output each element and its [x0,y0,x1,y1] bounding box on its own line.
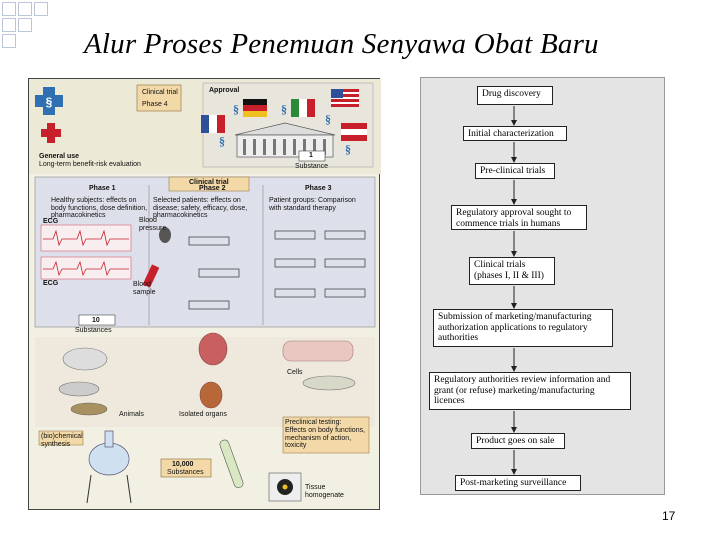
phase2-description: Selected patients: effects on disease; s… [153,197,248,219]
preclinical-testing-label: Preclinical testing: [285,419,342,426]
svg-text:§: § [233,102,239,116]
petri-dish-icon [302,375,356,391]
phase1-description: Healthy subjects: effects on body functi… [51,197,148,219]
flask-icon [86,430,132,504]
rat-icon [58,381,100,397]
blood-sample-label: Blood sample [133,281,156,296]
drug-development-flowchart: Drug discovery Initial characterization … [420,77,665,495]
cells-tissue-icon [282,340,354,362]
flag-germany-icon [243,99,267,117]
flag-usa-icon [331,89,359,107]
flow-step-product-on-sale: Product goes on sale [471,433,565,449]
substance-count-10: 10 [92,317,100,324]
substance-1-label: Substance [295,163,329,170]
substance-count-1: 1 [309,152,313,159]
synthesis-label: (bio)chemical synthesis [41,433,83,448]
svg-text:§: § [281,102,287,116]
blood-pressure-icon [159,227,171,243]
svg-text:§: § [219,134,225,148]
flow-step-regulatory-approval: Regulatory approval sought to commence t… [451,205,587,230]
heart-icon [198,332,228,366]
tissue-homogenate-label: Tissue homogenate [305,484,344,499]
svg-text:§: § [46,95,53,109]
flag-austria-icon [341,123,367,141]
red-pharmacy-icon [41,123,61,143]
flow-step-regulatory-review: Regulatory authorities review informatio… [429,372,631,410]
ecg-top-label: ECG [43,218,59,225]
svg-text:§: § [345,142,351,156]
page-number: 17 [662,509,676,523]
phase1-label: Phase 1 [89,185,116,192]
kidney-icon [199,381,223,409]
flow-arrows [511,106,517,475]
illustration-graphics: § § § § § § [29,79,381,504]
frog-icon [70,402,108,416]
blood-sample-icon [142,264,160,288]
cells-label: Cells [287,369,303,376]
patient-beds-icon [188,230,366,310]
flow-step-drug-discovery: Drug discovery [477,86,553,105]
test-tube-icon [219,439,244,489]
general-use-label: General use [39,153,80,160]
flow-step-pre-clinical-trials: Pre-clinical trials [475,163,555,179]
substances-label: Substances [75,327,112,334]
preclinical-description: Effects on body functions, mechanism of … [285,427,366,449]
clinical-trial-header: Clinical trial [189,179,229,186]
decorative-squares [0,0,60,60]
phase3-label: Phase 3 [305,185,332,192]
phase2-label: Phase 2 [199,185,226,192]
flag-france-icon [201,115,225,133]
svg-text:§: § [325,112,331,126]
pharmacy-cross-icon: § [35,87,63,115]
phase4-label: Phase 4 [142,101,168,108]
drug-development-illustration: § § § § § § [28,78,381,510]
blood-pressure-label: Blood pressure [139,217,167,232]
substance-count-10000: 10,000 [172,461,194,468]
flow-step-submission: Submission of marketing/manufacturing au… [433,309,613,347]
flow-step-clinical-trials: Clinical trials (phases I, II & III) [469,257,555,285]
benefit-risk-label: Long-term benefit-risk evaluation [39,161,141,168]
phase4-clinical-trial-label: Clinical trial [142,89,178,96]
ecg-bottom-label: ECG [43,280,59,287]
phase3-description: Patient groups: Comparison with standard… [269,197,356,212]
substances-label-2: Substances [167,469,204,476]
rabbit-icon [62,347,108,371]
isolated-organs-label: Isolated organs [179,411,227,418]
animals-label: Animals [119,411,144,418]
flag-italy-icon [291,99,315,117]
ecg-trace [43,229,129,247]
slide-title: Alur Proses Penemuan Senyawa Obat Baru [84,28,599,60]
flow-step-initial-characterization: Initial characterization [463,126,567,141]
flow-step-post-marketing: Post-marketing surveillance [455,475,581,491]
approval-label: Approval [209,87,240,94]
